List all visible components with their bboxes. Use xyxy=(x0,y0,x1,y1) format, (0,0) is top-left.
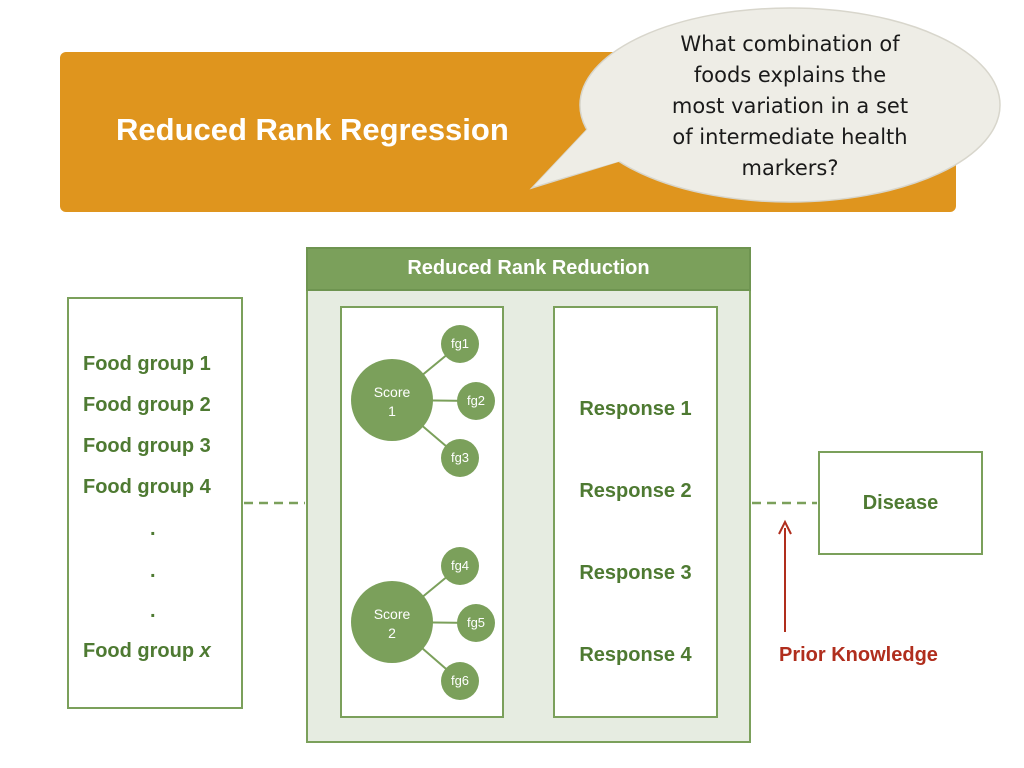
food-node-label: fg3 xyxy=(451,450,469,465)
response-label: Response 1 xyxy=(579,398,692,420)
food-group-item: Food group 4 xyxy=(83,476,211,498)
score-label: Score xyxy=(374,606,411,622)
response-label: Response 2 xyxy=(579,480,692,502)
page-title: Reduced Rank Regression xyxy=(116,112,509,147)
food-node xyxy=(457,604,495,642)
food-node xyxy=(441,325,479,363)
score-cluster: Score 1 fg1 fg2 fg3 xyxy=(351,325,495,477)
question-line: foods explains the xyxy=(693,63,887,87)
question-text: What combination of foods explains the m… xyxy=(640,29,940,184)
question-line: of intermediate health xyxy=(672,125,908,149)
food-group-item: Food group 2 xyxy=(83,394,211,416)
food-node-label: fg2 xyxy=(467,393,485,408)
question-line: What combination of xyxy=(680,32,900,56)
score-number: 1 xyxy=(388,403,396,419)
reduction-panel-title: Reduced Rank Reduction xyxy=(407,257,650,279)
food-node-label: fg6 xyxy=(451,673,469,688)
food-group-item: Food group 1 xyxy=(83,353,211,375)
food-node xyxy=(441,439,479,477)
speech-bubble xyxy=(529,7,1001,203)
reduction-panel-header xyxy=(306,247,751,291)
food-group-prefix: Food group xyxy=(83,640,200,662)
score-circle xyxy=(351,581,433,663)
food-node xyxy=(441,547,479,585)
food-node-label: fg1 xyxy=(451,336,469,351)
score-number: 2 xyxy=(388,625,396,641)
food-groups-box xyxy=(67,297,243,709)
disease-label: Disease xyxy=(862,492,939,514)
response-label: Response 4 xyxy=(579,644,692,666)
ellipsis-dot: . xyxy=(150,600,156,622)
food-node xyxy=(441,662,479,700)
ellipsis-dot: . xyxy=(150,518,156,540)
response-label: Response 3 xyxy=(579,562,692,584)
food-node-label: fg4 xyxy=(451,558,469,573)
arrow-head-icon xyxy=(778,519,792,535)
food-node-label: fg5 xyxy=(467,615,485,630)
score-circle xyxy=(351,359,433,441)
score-cluster: Score 2 fg4 fg5 fg6 xyxy=(351,547,495,700)
score-label: Score xyxy=(374,384,411,400)
question-line: most variation in a set xyxy=(671,94,909,118)
prior-knowledge-label: Prior Knowledge xyxy=(779,644,938,666)
ellipsis-dot: . xyxy=(150,560,156,582)
food-group-variable: x xyxy=(199,640,211,662)
disease-box xyxy=(818,451,983,555)
question-line: markers? xyxy=(741,156,839,180)
responses-box xyxy=(553,306,718,718)
food-group-item-last: Food group x xyxy=(83,640,211,663)
food-node xyxy=(457,382,495,420)
food-group-item: Food group 3 xyxy=(83,435,211,457)
